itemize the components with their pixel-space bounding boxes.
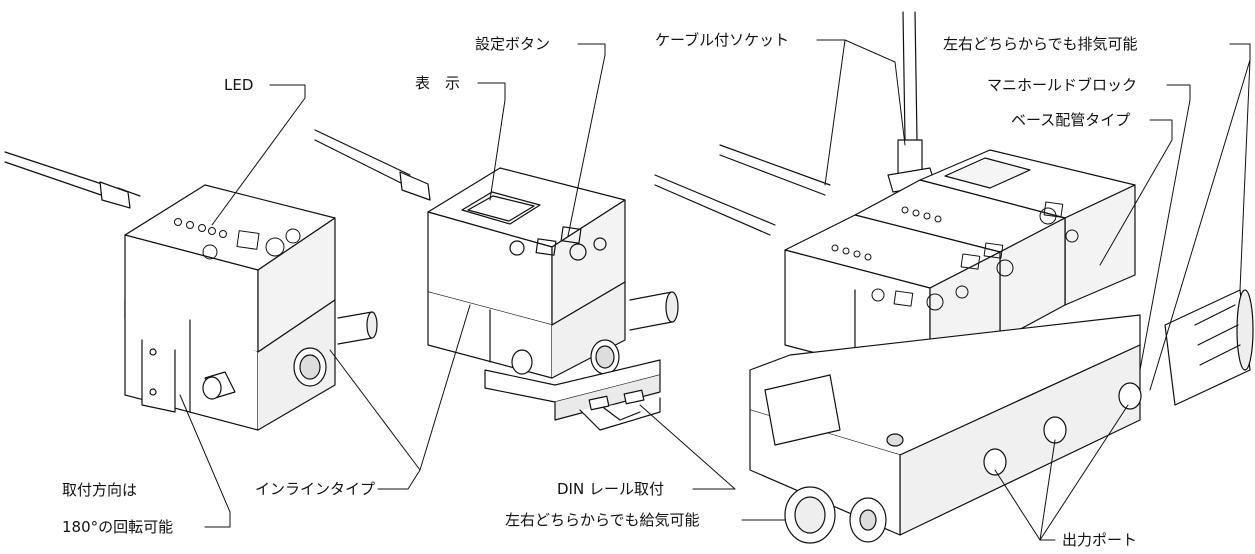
label-manifold-block: マニホールドブロック	[987, 76, 1138, 94]
label-mounting-direction-line2: 180°の回転可能	[62, 518, 174, 536]
label-mounting-direction-line1: 取付方向は	[62, 481, 138, 499]
regulator-unit-bracket	[4, 151, 378, 431]
label-output-port: 出力ポート	[1062, 531, 1138, 549]
label-display: 表 示	[415, 74, 461, 92]
label-cable-socket: ケーブル付ソケット	[655, 31, 790, 49]
label-inline-type: インラインタイプ	[255, 480, 376, 498]
label-din-rail-mount: DIN レール取付	[557, 480, 664, 498]
label-exhaust-either-side: 左右どちらからでも排気可能	[943, 35, 1138, 53]
manifold-assembly	[654, 11, 1254, 544]
regulator-unit-din-rail	[314, 129, 679, 431]
label-supply-either-side: 左右どちらからでも給気可能	[505, 511, 700, 529]
label-setting-button: 設定ボタン	[475, 35, 551, 53]
leader-lines	[179, 39, 1251, 541]
label-led: LED	[224, 76, 254, 94]
label-base-piping-type: ベース配管タイプ	[1011, 111, 1131, 129]
